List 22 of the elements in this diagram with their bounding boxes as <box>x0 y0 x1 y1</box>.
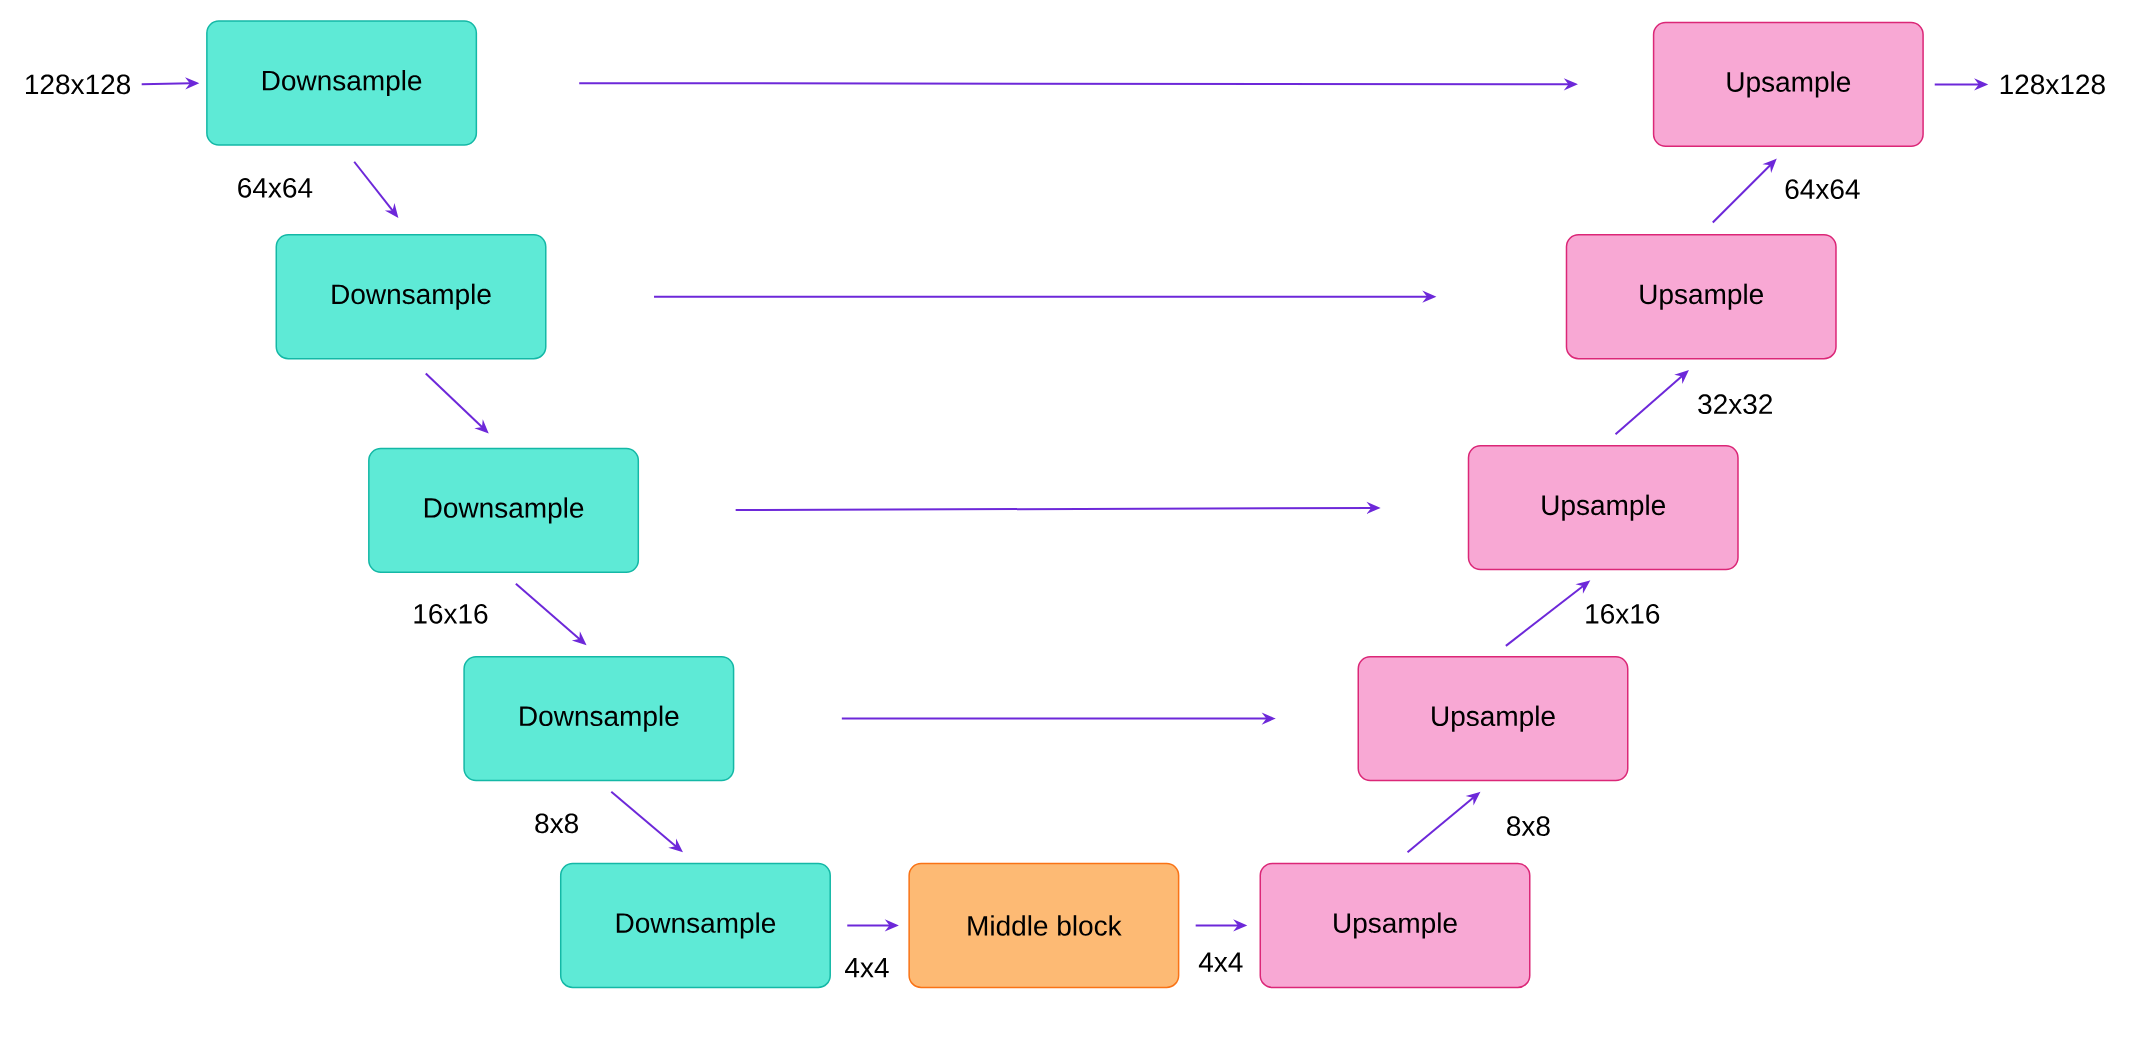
edge-label: 16x16 <box>1582 602 1663 626</box>
upsample-box: Upsample <box>1652 21 1924 148</box>
edge-label: 16x16 <box>410 602 491 626</box>
edge-label: 4x4 <box>1196 950 1246 975</box>
edge-label: 8x8 <box>532 811 582 836</box>
edge-label: 64x64 <box>234 176 316 200</box>
edge-label: 4x4 <box>842 956 892 980</box>
size-label: 128x128 <box>2000 74 2105 95</box>
size-label: 128x128 <box>26 74 131 95</box>
edge-label: 64x64 <box>1782 177 1863 202</box>
edge-label: 8x8 <box>1503 814 1553 839</box>
downsample-box: Downsample <box>275 234 547 360</box>
edge-label: 32x32 <box>1695 392 1776 417</box>
upsample-box: Upsample <box>1565 234 1837 360</box>
upsample-box: Upsample <box>1357 656 1629 782</box>
upsample-box: Upsample <box>1259 862 1531 989</box>
downsample-box: Downsample <box>206 20 478 146</box>
downsample-box: Downsample <box>559 862 831 989</box>
downsample-box: Downsample <box>368 447 640 574</box>
upsample-box: Upsample <box>1467 445 1739 571</box>
middle-block-box: Middle block <box>908 862 1180 989</box>
downsample-box: Downsample <box>463 656 735 782</box>
